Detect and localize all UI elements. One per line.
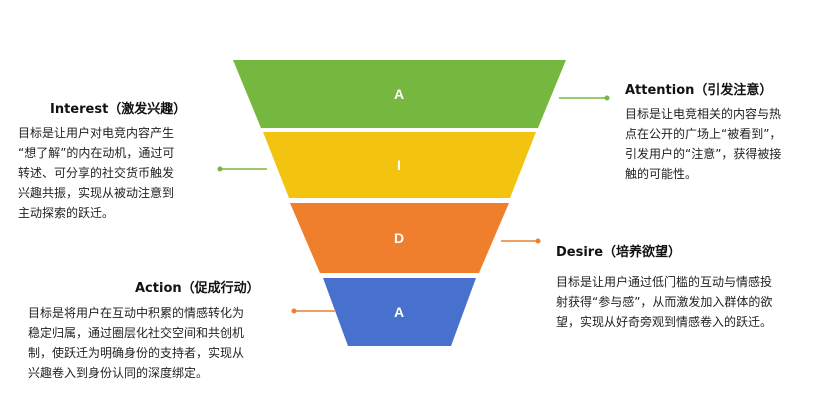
action-title: Action（促成行动） — [135, 281, 260, 296]
attention-desc-line: 引发用户的“注意”，获得被接 — [625, 147, 782, 161]
attention-desc-line: 点在公开的广场上“被看到”， — [625, 127, 782, 141]
desire-desc-line: 目标是让用户通过低门槛的互动与情感投 — [556, 275, 773, 289]
action-desc-line: 制，使跃迁为明确身份的支持者，实现从 — [28, 346, 245, 360]
action-desc-line: 目标是将用户在互动中积累的情感转化为 — [28, 306, 245, 320]
interest-desc-line: 转述、可分享的社交货币触发 — [18, 166, 175, 180]
action-desc-line: 稳定归属，通过圈层化社交空间和共创机 — [28, 326, 245, 340]
interest-desc-line: “想了解”的内在动机，通过可 — [18, 146, 175, 160]
funnel-segment-interest — [263, 132, 536, 198]
desire-title: Desire（培养欲望） — [556, 245, 682, 260]
funnel-segment-action — [323, 278, 476, 346]
interest-desc-line: 目标是让用户对电竞内容产生 — [18, 126, 175, 140]
attention-title: Attention（引发注意） — [625, 83, 773, 98]
funnel-segment-attention — [233, 60, 566, 128]
interest-title: Interest（激发兴趣） — [50, 102, 187, 117]
connector-desire — [501, 238, 541, 244]
connector-interest — [217, 166, 267, 172]
connector-attention — [559, 95, 610, 101]
attention-description: 目标是让电竞相关的内容与热 点在公开的广场上“被看到”， 引发用户的“注意”，获… — [625, 104, 781, 184]
desire-description: 目标是让用户通过低门槛的互动与情感投 射获得“参与感”，从而激发加入群体的欲 望… — [556, 272, 772, 332]
action-desc-line: 兴趣卷入到身份认同的深度绑定。 — [28, 366, 209, 380]
desire-desc-line: 射获得“参与感”，从而激发加入群体的欲 — [556, 295, 773, 309]
stage-letter-action: A — [394, 304, 404, 320]
stage-letter-interest: I — [397, 157, 401, 173]
funnel-segment-desire — [290, 203, 509, 273]
interest-desc-line: 主动探索的跃迁。 — [18, 206, 115, 220]
attention-desc-line: 目标是让电竞相关的内容与热 — [625, 107, 782, 121]
interest-description: 目标是让用户对电竞内容产生 “想了解”的内在动机，通过可 转述、可分享的社交货币… — [18, 123, 174, 223]
stage-letter-attention: A — [394, 86, 404, 102]
desire-desc-line: 望，实现从好奇旁观到情感卷入的跃迁。 — [556, 315, 773, 329]
interest-desc-line: 兴趣共振，实现从被动注意到 — [18, 186, 175, 200]
attention-desc-line: 触的可能性。 — [625, 167, 698, 181]
action-description: 目标是将用户在互动中积累的情感转化为 稳定归属，通过圈层化社交空间和共创机 制，… — [28, 303, 244, 383]
stage-letter-desire: D — [394, 230, 404, 246]
connector-action — [291, 308, 336, 314]
